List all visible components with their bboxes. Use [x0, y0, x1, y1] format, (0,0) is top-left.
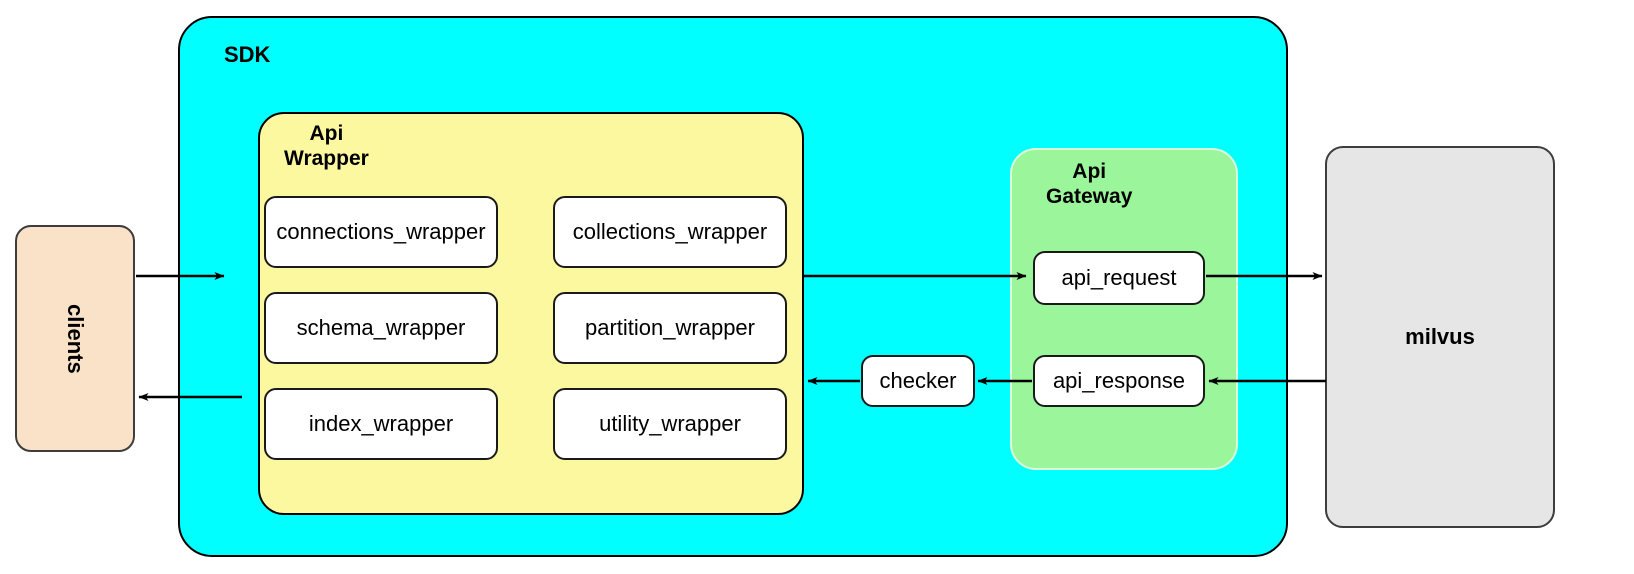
node-label: utility_wrapper	[599, 411, 741, 436]
node-collections-wrapper[interactable]: collections_wrapper	[553, 196, 787, 268]
node-label: connections_wrapper	[276, 219, 486, 244]
node-label: api_request	[1061, 265, 1177, 290]
node-schema-wrapper[interactable]: schema_wrapper	[264, 292, 498, 364]
node-index-wrapper[interactable]: index_wrapper	[264, 388, 498, 460]
node-partition-wrapper[interactable]: partition_wrapper	[553, 292, 787, 364]
container-api-gateway-label: Api Gateway	[1046, 160, 1133, 208]
node-connections-wrapper[interactable]: connections_wrapper	[264, 196, 498, 268]
node-label: checker	[879, 368, 957, 393]
node-label: milvus	[1405, 324, 1475, 349]
node-label: clients	[63, 303, 88, 374]
node-utility-wrapper[interactable]: utility_wrapper	[553, 388, 787, 460]
node-label: collections_wrapper	[572, 219, 768, 244]
node-checker[interactable]: checker	[861, 355, 975, 407]
node-label: partition_wrapper	[585, 315, 755, 340]
container-api-gateway: Api Gateway	[1010, 148, 1238, 470]
node-api-request[interactable]: api_request	[1033, 251, 1205, 305]
node-label: api_response	[1052, 368, 1186, 393]
node-label: index_wrapper	[308, 411, 454, 436]
node-api-response[interactable]: api_response	[1033, 355, 1205, 407]
container-sdk-label: SDK	[224, 42, 271, 67]
node-label: schema_wrapper	[296, 315, 466, 340]
node-milvus[interactable]: milvus	[1325, 146, 1555, 528]
container-api-wrapper-label: Api Wrapper	[284, 122, 369, 170]
node-clients[interactable]: clients	[15, 225, 135, 452]
